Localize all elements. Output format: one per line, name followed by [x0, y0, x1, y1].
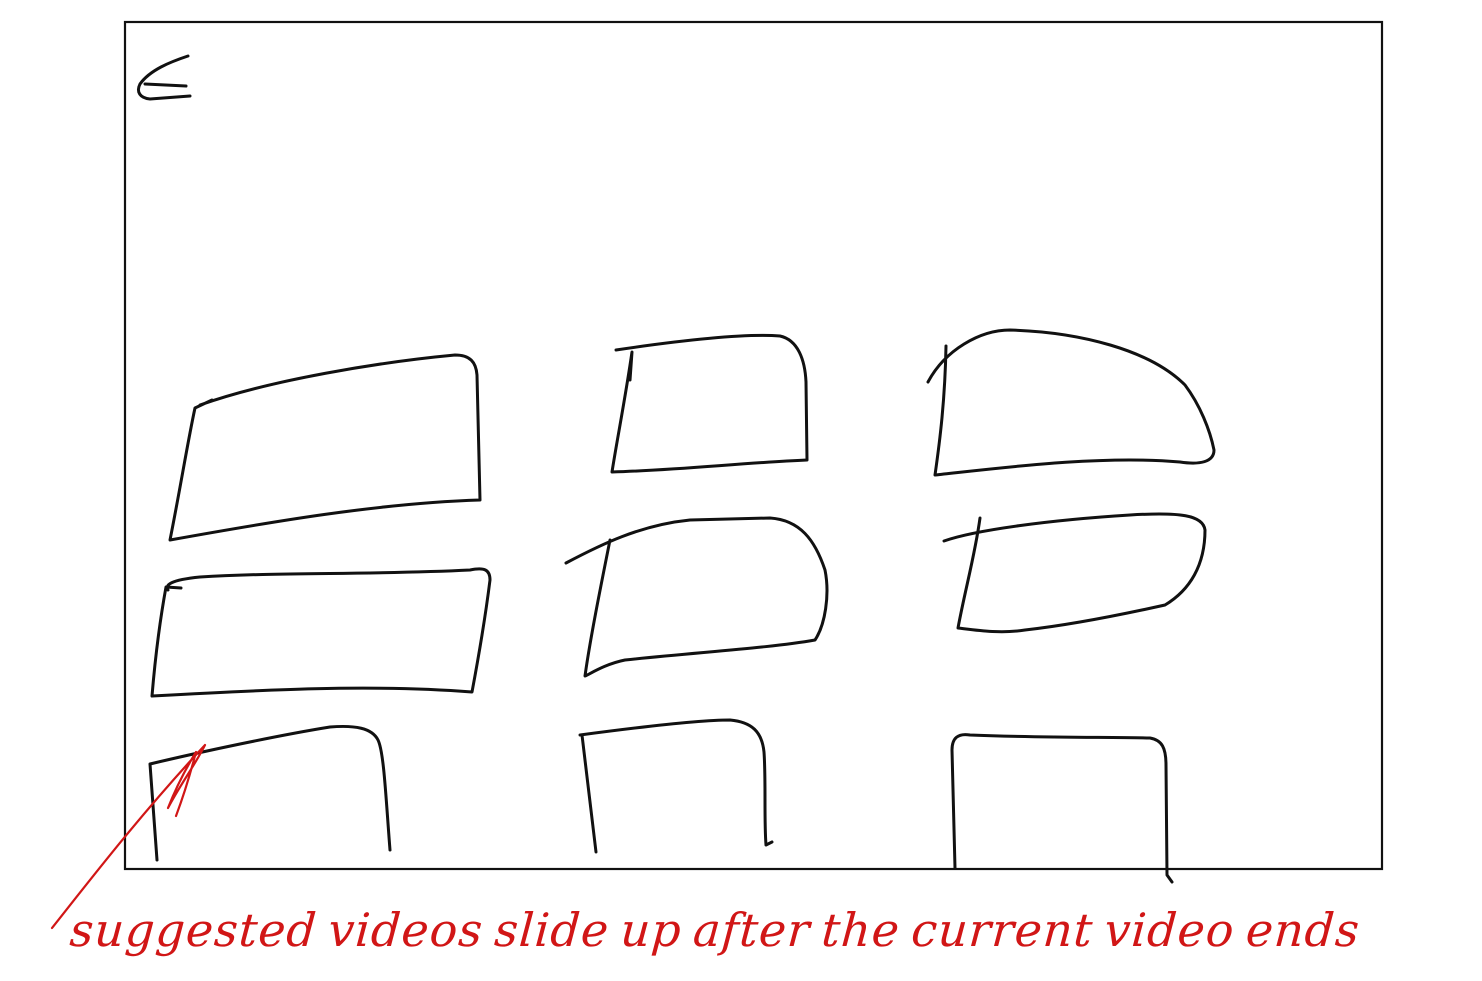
suggested-video-thumbnail[interactable] — [950, 733, 1174, 884]
suggested-video-thumbnail[interactable] — [926, 328, 1216, 477]
annotation-word: suggested — [68, 903, 319, 957]
annotation-word: current — [909, 903, 1096, 957]
suggested-video-thumbnail[interactable] — [610, 333, 809, 474]
suggested-video-thumbnail[interactable] — [148, 724, 392, 862]
annotation-word: up — [618, 903, 684, 957]
suggested-video-thumbnail[interactable] — [578, 718, 774, 854]
annotation-pointer-arrow — [50, 743, 207, 930]
annotation-word: slide — [492, 903, 612, 957]
suggested-video-thumbnail[interactable] — [150, 567, 492, 698]
annotation-note: suggested videos slide up after the curr… — [67, 890, 1363, 970]
suggested-video-thumbnail[interactable] — [564, 516, 829, 678]
back-arrow-icon[interactable] — [136, 54, 192, 101]
suggested-video-thumbnail[interactable] — [168, 353, 482, 542]
annotation-word: videos — [326, 903, 486, 957]
annotation-word: video — [1102, 903, 1237, 957]
screen-frame — [123, 20, 1384, 871]
suggested-video-thumbnail[interactable] — [942, 512, 1207, 634]
annotation-word: the — [819, 903, 902, 957]
annotation-word: after — [691, 903, 813, 957]
annotation-word: ends — [1244, 903, 1362, 957]
